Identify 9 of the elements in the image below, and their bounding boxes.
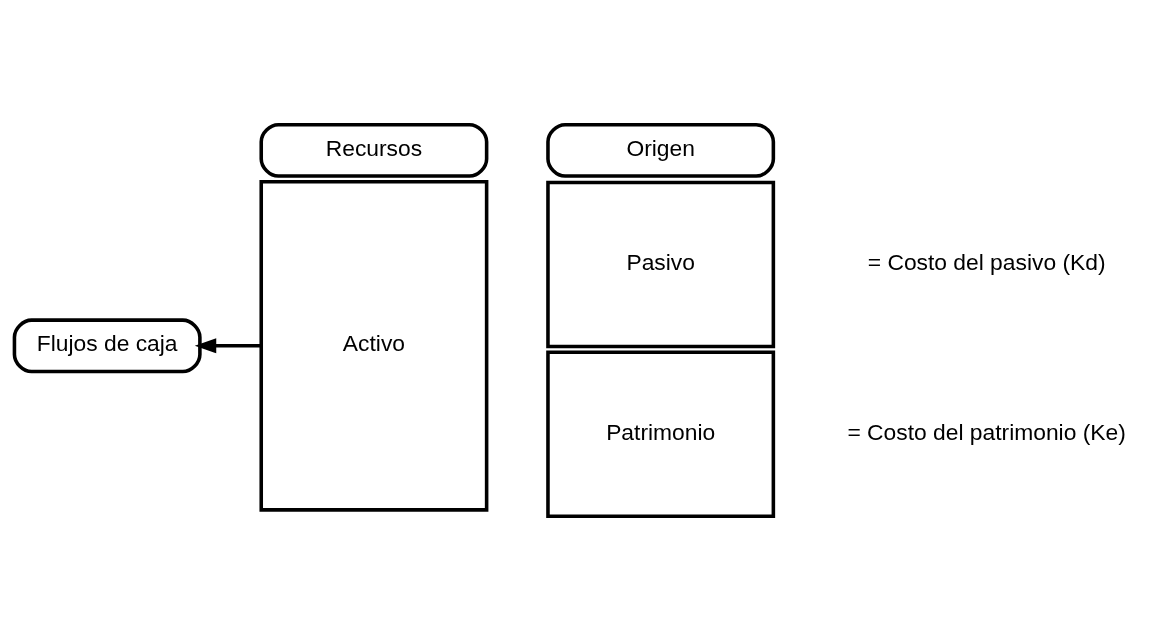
- node-box: Pasivo: [546, 180, 776, 349]
- node-label: = Costo del patrimonio (Ke): [847, 418, 1126, 445]
- node-label: = Costo del pasivo (Kd): [867, 248, 1106, 275]
- node-box: Recursos: [259, 122, 489, 178]
- node-box: Origen: [546, 122, 776, 178]
- node-box: Patrimonio: [546, 350, 776, 519]
- arrow: [194, 338, 261, 354]
- node-box: Activo: [259, 180, 489, 512]
- node-box: Flujos de caja: [12, 318, 202, 374]
